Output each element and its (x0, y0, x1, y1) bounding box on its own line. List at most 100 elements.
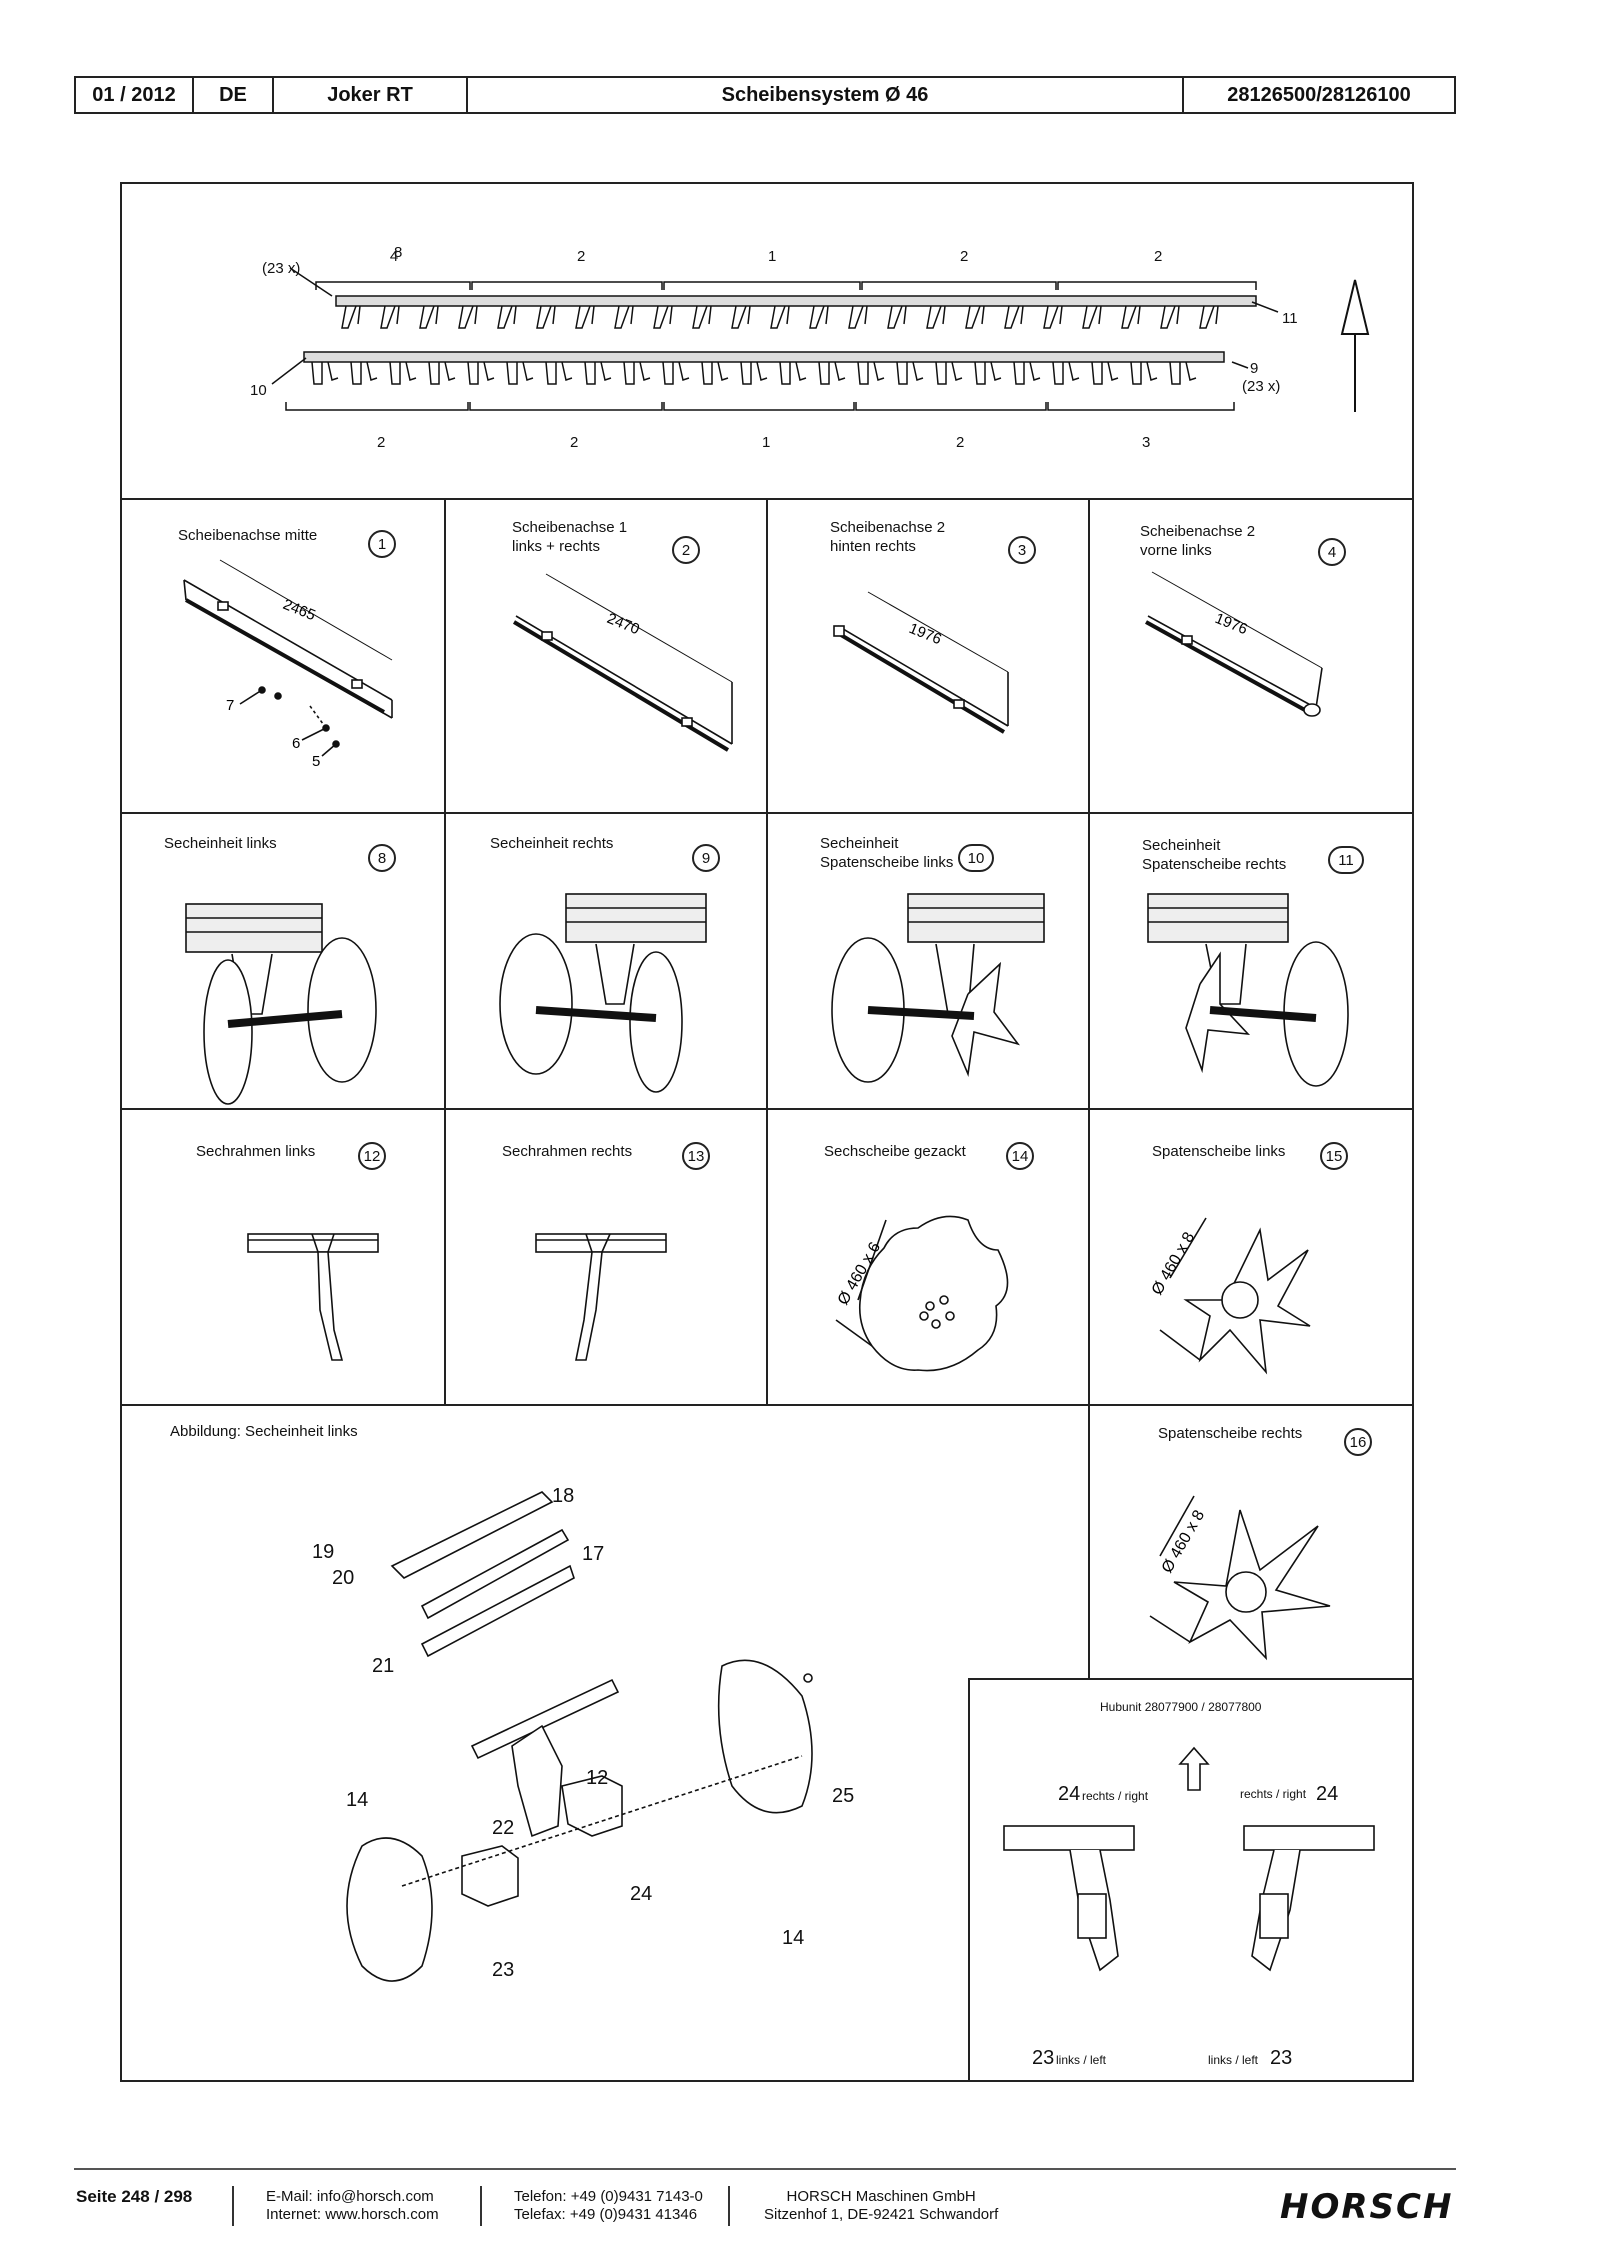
disc-unit-lower (701, 361, 729, 385)
exploded-callout: 19 (312, 1541, 334, 1563)
disc-unit-upper (575, 305, 595, 329)
travel-direction-arrow-icon (1340, 279, 1370, 412)
part-cell-axle-center: Scheibenachse mitte 1 2465 7 6 5 (120, 498, 446, 816)
exploded-callout: 14 (782, 1927, 804, 1949)
page-number: Seite 248 / 298 (76, 2187, 193, 2206)
disc-unit-lower (506, 361, 534, 385)
hubunit-panel: Hubunit 28077900 / 28077800 24 rechts / … (968, 1678, 1414, 2082)
disc-unit-upper (1043, 305, 1063, 329)
exploded-title: Abbildung: Secheinheit links (170, 1423, 358, 1440)
item-number: 9 (692, 844, 720, 872)
hubunit-callout-text: links / left (1056, 2053, 1107, 2067)
disc-unit-lower (350, 361, 378, 385)
exploded-callout: 20 (332, 1567, 354, 1589)
disc-unit-lower (545, 361, 573, 385)
axle-2-rear-right-drawing: 1976 (833, 591, 1009, 734)
dimension-text: Ø 460 x 8 (1159, 1507, 1208, 1576)
footer-phone: Telefon: +49 (0)9431 7143-0 (514, 2188, 703, 2205)
overview-panel: 8 (23 x) 10 11 9 (23 x) 4 2 1 2 2 2 2 1 … (120, 182, 1414, 500)
part-cell-unit-left: Secheinheit links 8 (120, 812, 446, 1112)
disc-unit-lower (428, 361, 456, 385)
item-number: 3 (1008, 536, 1036, 564)
part-cell-axle-2-front-left: Scheibenachse 2 vorne links 4 1976 (1088, 498, 1414, 816)
bottom-group-label: 2 (377, 434, 386, 451)
disc-unit-upper (380, 305, 400, 329)
hubunit-title: Hubunit 28077900 / 28077800 (1100, 1700, 1262, 1714)
dimension-text: Ø 460 x 8 (1149, 1229, 1198, 1298)
dimension-text: 1976 (907, 620, 944, 648)
disc-unit-upper (926, 305, 946, 329)
cell-title: Sechrahmen rechts (502, 1143, 633, 1160)
footer-contact-web: E-Mail: info@horsch.com Internet: www.ho… (266, 2188, 439, 2224)
disc-unit-lower (662, 361, 690, 385)
axle-2-front-left-drawing: 1976 (1145, 571, 1323, 717)
header-date: 01 / 2012 (76, 78, 194, 112)
bottom-group-label: 1 (762, 434, 771, 451)
footer-company: HORSCH Maschinen GmbH (786, 2188, 976, 2205)
cell-title: Scheibenachse mitte (178, 527, 318, 544)
disc-unit-upper (809, 305, 829, 329)
cell-title: Spatenscheibe rechts (1158, 1425, 1303, 1442)
footer-divider (480, 2186, 482, 2226)
disc-unit-upper (1082, 305, 1102, 329)
unit-spade-left-drawing (831, 893, 1045, 1083)
exploded-drawing: 18 19 20 17 21 12 22 24 23 14 14 25 (312, 1485, 854, 1982)
disc-unit-lower (740, 361, 768, 385)
svg-text:6: 6 (292, 735, 300, 752)
disc-notched-drawing: Ø 460 x 6 (835, 1215, 1009, 1372)
item-number: 16 (1344, 1428, 1372, 1456)
disc-unit-lower (467, 361, 495, 385)
upper-beam (335, 295, 1257, 307)
overview-drawing (271, 267, 1370, 412)
exploded-callout: 14 (346, 1789, 368, 1811)
part-cell-spade-left: Spatenscheibe links 15 Ø 460 x 8 (1088, 1108, 1414, 1408)
disc-unit-lower (818, 361, 846, 385)
top-group-label: 4 (389, 248, 399, 265)
hubunit-callout-text: links / left (1208, 2053, 1259, 2067)
exploded-callout: 18 (552, 1485, 574, 1507)
exploded-callout: 23 (492, 1959, 514, 1981)
disc-unit-upper (965, 305, 985, 329)
disc-unit-upper (341, 305, 361, 329)
footer-fax: Telefax: +49 (0)9431 41346 (514, 2206, 698, 2223)
group-bracket (663, 402, 855, 411)
part-cell-spade-right: Spatenscheibe rechts 16 Ø 460 x 8 (1088, 1404, 1414, 1682)
group-bracket (285, 402, 469, 411)
footer-internet[interactable]: Internet: www.horsch.com (266, 2206, 439, 2223)
footer-email[interactable]: E-Mail: info@horsch.com (266, 2188, 434, 2205)
dimension-text: 2465 (281, 596, 318, 624)
up-arrow-icon (1178, 1746, 1210, 1791)
disc-unit-lower (935, 361, 963, 385)
spade-left-drawing: Ø 460 x 8 (1149, 1217, 1311, 1375)
footer-contact-phone: Telefon: +49 (0)9431 7143-0 Telefax: +49… (514, 2188, 703, 2224)
cell-title: Secheinheit rechts (490, 835, 614, 852)
header-language: DE (194, 78, 274, 112)
disc-unit-upper (614, 305, 634, 329)
part-cell-axle-2-rear-right: Scheibenachse 2 hinten rechts 3 1976 (766, 498, 1092, 816)
disc-unit-upper (887, 305, 907, 329)
svg-text:7: 7 (226, 697, 234, 714)
top-group-label: 2 (577, 248, 586, 265)
disc-unit-upper (1121, 305, 1141, 329)
disc-unit-lower (1130, 361, 1158, 385)
header-title: Scheibensystem Ø 46 (468, 78, 1184, 112)
group-bracket (469, 402, 663, 411)
footer-divider (728, 2186, 730, 2226)
disc-unit-lower (584, 361, 612, 385)
disc-unit-upper (419, 305, 439, 329)
part-cell-disc-notched: Sechscheibe gezackt 14 Ø 460 x 6 (766, 1108, 1092, 1408)
bottom-group-label: 2 (570, 434, 579, 451)
part-cell-frame-right: Sechrahmen rechts 13 (444, 1108, 770, 1408)
disc-unit-lower (779, 361, 807, 385)
part-cell-unit-spade-left: Secheinheit Spatenscheibe links 10 (766, 812, 1092, 1112)
group-bracket (315, 281, 471, 290)
hubunit-callout: 24 (1316, 1783, 1338, 1805)
bottom-group-label: 2 (956, 434, 965, 451)
disc-unit-upper (1160, 305, 1180, 329)
axle-1-drawing: 2470 (512, 573, 733, 752)
cell-title: Sechrahmen links (196, 1143, 316, 1160)
group-bracket (861, 281, 1057, 290)
exploded-callout: 21 (372, 1655, 394, 1677)
cell-title: Scheibenachse 1 links + rechts (512, 519, 628, 555)
cell-title: Spatenscheibe links (1152, 1143, 1286, 1160)
